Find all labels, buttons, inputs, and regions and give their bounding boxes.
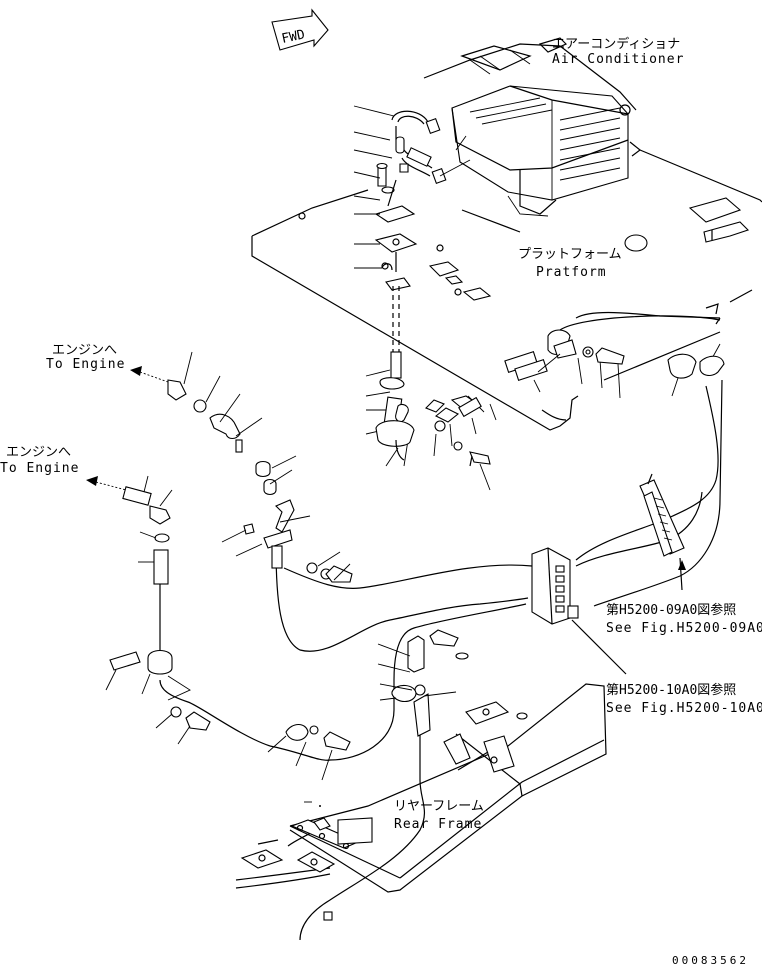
fwd-label: FWD — [280, 27, 306, 47]
platform-floor — [251, 149, 762, 431]
rear-frame-label-en: Rear Frame — [394, 817, 482, 832]
drawing-number: 00083562 — [672, 954, 749, 967]
cable-harness — [159, 379, 723, 941]
fig-ref-2-label-jp: 第H5200-10A0図参照 — [606, 682, 736, 698]
air-conditioner-label-en: Air Conditioner — [552, 52, 684, 67]
fwd-arrow-icon: FWD — [271, 8, 329, 51]
lower-clamp-parts — [267, 629, 469, 781]
to-engine-2-label-en: To Engine — [0, 461, 79, 476]
air-conditioner-unit — [423, 37, 641, 217]
misc-strokes — [705, 289, 753, 325]
fig-ref-1-label-jp: 第H5200-09A0図参照 — [606, 602, 736, 618]
center-pipe-assembly — [375, 286, 491, 467]
rear-frame-label-jp: リヤーフレーム — [394, 799, 484, 814]
rear-frame — [240, 683, 607, 921]
ac-hoses — [374, 110, 471, 291]
right-hose-parts — [504, 315, 725, 421]
connector-block — [531, 547, 627, 675]
platform-label-jp: プラットフォーム — [518, 247, 622, 262]
fig-ref-1-label-en: See Fig.H5200-09A0 — [606, 621, 762, 636]
air-conditioner-label-jp: エアーコンディショナ — [552, 36, 680, 52]
platform-label-en: Pratform — [536, 265, 607, 280]
wrapped-cable-bundle — [639, 473, 686, 591]
fig-ref-2-label-en: See Fig.H5200-10A0 — [606, 701, 762, 716]
to-engine-1-label-en: To Engine — [46, 357, 125, 372]
left-engine-parts — [86, 351, 353, 745]
to-engine-1-label-jp: エンジンへ — [52, 343, 117, 358]
to-engine-2-label-jp: エンジンへ — [6, 445, 71, 460]
